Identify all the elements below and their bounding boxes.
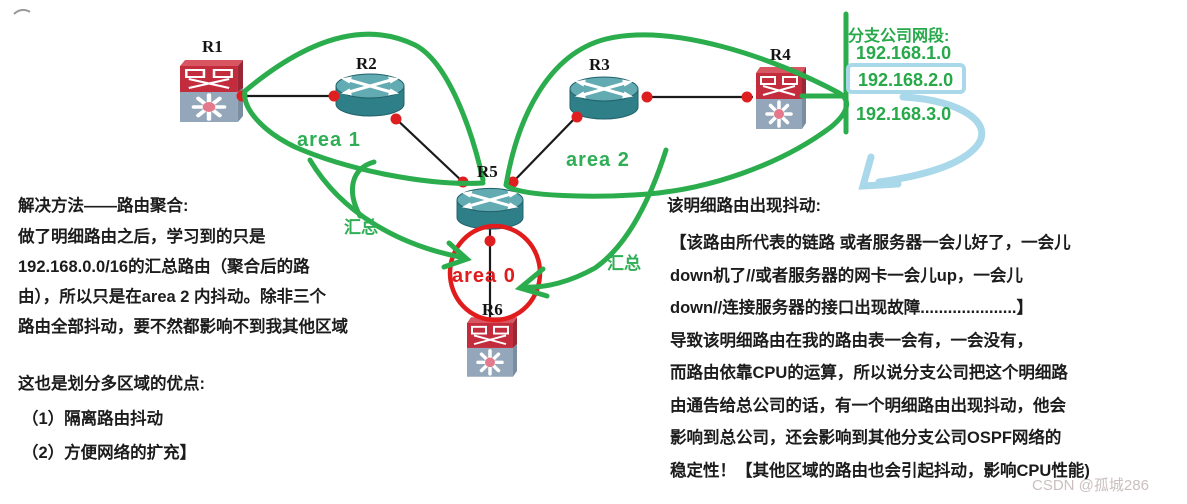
branch-segments-title: 分支公司网段: [848, 28, 950, 45]
area1-pen-hook [350, 159, 377, 219]
multilayer-switch-icon-r4 [754, 65, 808, 131]
summary-arrow-left [307, 157, 463, 260]
left-block-lines: 做了明细路由之后，学习到的只是 192.168.0.0/16的汇总路由（聚合后的… [18, 222, 348, 342]
area1-loop-bottom [242, 88, 486, 186]
benefit-item: （2）方便网络的扩充】 [22, 444, 197, 462]
benefit-item: （1）隔离路由抖动 [22, 410, 164, 428]
node-label-r6: R6 [482, 300, 503, 319]
text-line: 由），所以只是在area 2 内抖动。除非三个 [18, 288, 327, 306]
text-line: 导致该明细路由在我的路由表一会有，一会没有， [670, 331, 1033, 350]
link-r2-r5 [392, 115, 465, 184]
left-block-title: 解决方法——路由聚合: [18, 197, 189, 215]
stray-pen-mark [13, 8, 31, 15]
node-label-r3: R3 [589, 55, 610, 74]
multilayer-switch-icon-r6 [465, 315, 519, 379]
area1-loop-top [242, 31, 486, 183]
router-icon-r5 [455, 186, 525, 231]
text-line: 路由全部抖动，要不然都影响不到我其他区域 [18, 318, 348, 336]
right-block-title: 该明细路由出现抖动: [667, 197, 821, 215]
text-line: 192.168.0.0/16的汇总路由（聚合后的路 [18, 258, 310, 276]
summary-label-left: 汇总 [344, 218, 378, 237]
router-icon-r2 [334, 72, 406, 118]
node-label-r4: R4 [770, 45, 791, 64]
text-line: down机了//或者服务器的网卡一会儿up，一会儿 [670, 266, 1023, 285]
summary-arrow-right [523, 147, 669, 290]
text-line: 【该路由所代表的链路 或者服务器一会儿好了，一会儿 [670, 234, 1071, 252]
flap-arrow [858, 93, 986, 190]
text-line: 由通告给总公司的话，有一个明细路由出现抖动，他会 [670, 396, 1066, 415]
flap-arrow-curve [875, 93, 986, 186]
multilayer-switch-icon-r1 [180, 60, 243, 122]
text-line: 而路由依靠CPU的运算，所以说分支公司把这个明细路 [670, 364, 1068, 382]
text-line: 影响到总公司，还会影响到其他分支公司OSPF网络的 [670, 429, 1062, 447]
right-block-lines: 【该路由所代表的链路 或者服务器一会儿好了，一会儿 down机了//或者服务器的… [670, 227, 1185, 487]
text-line: 做了明细路由之后，学习到的只是 [18, 228, 266, 246]
node-label-r1: R1 [202, 37, 223, 56]
flap-arrow-head [858, 153, 902, 190]
area2-label: area 2 [566, 149, 630, 171]
summary-arrow-left-head [441, 240, 472, 270]
area1-label: area 1 [297, 129, 361, 151]
highlight-box [846, 63, 966, 94]
summary-arrow-right-head [514, 266, 550, 299]
branch-segment-3: 192.168.3.0 [856, 104, 952, 124]
branch-segment-2: 192.168.2.0 [858, 70, 954, 90]
benefits-list: （1）隔离路由抖动 （2）方便网络的扩充】 [22, 402, 196, 470]
text-line: 稳定性！【其他区域的路由也会引起抖动，影响CPU性能) [670, 461, 1090, 480]
text-line: down//连接服务器的接口出现故障.....................】 [670, 299, 1034, 317]
node-label-r2: R2 [356, 54, 377, 73]
summary-label-right: 汇总 [607, 254, 641, 273]
branch-segment-1: 192.168.1.0 [856, 43, 952, 63]
area0-label: area 0 [452, 265, 516, 287]
benefits-title: 这也是划分多区域的优点: [18, 375, 205, 393]
watermark: CSDN @孤城286 [1032, 477, 1149, 494]
link-r3-r5 [511, 115, 578, 184]
node-label-r5: R5 [477, 162, 498, 181]
green-pen-strokes [242, 11, 849, 299]
